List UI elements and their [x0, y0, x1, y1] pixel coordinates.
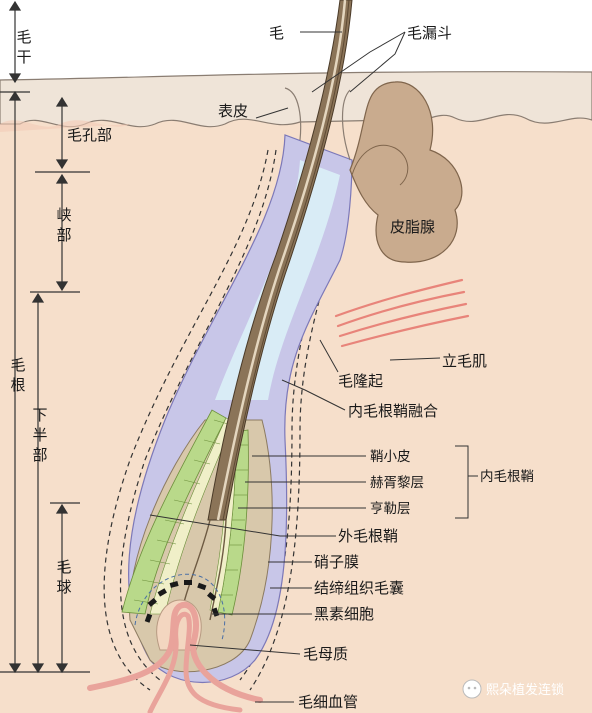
epidermis-fold: [284, 87, 351, 161]
sebaceous-gland: [349, 81, 463, 263]
left-brackets: [0, 0, 90, 674]
label-outer-root-sheath: 外毛根鞘: [338, 527, 398, 545]
capillary-loop-2: [147, 611, 243, 713]
vertical-glyph: 毛: [16, 28, 31, 46]
label-bulge: 毛隆起: [338, 372, 383, 390]
label-ostium: 毛孔部: [67, 126, 112, 144]
label-isthmus: 峡部: [56, 206, 71, 244]
label-hair-shaft-region: 毛干: [16, 28, 31, 66]
capillary-loop: [87, 601, 263, 703]
wechat-icon-dot-1: [467, 686, 471, 690]
label-capillary: 毛细血管: [298, 693, 358, 711]
label-infundibulum: 毛漏斗: [407, 24, 452, 42]
watermark: 熙朵植发连锁: [462, 679, 564, 699]
label-hair: 毛: [269, 24, 284, 42]
label-hair-shaft-region-text: 毛干: [16, 28, 31, 66]
label-connective-tissue-sheath: 结缔组织毛囊: [314, 579, 404, 597]
vertical-glyph: 下: [32, 406, 47, 424]
vertical-glyph: 球: [56, 578, 71, 596]
wechat-icon-dot-2: [473, 686, 477, 690]
label-huxley-layer: 赫胥黎层: [370, 475, 424, 491]
label-bulb-text: 毛球: [56, 558, 71, 596]
label-sebaceous-gland: 皮脂腺: [390, 218, 435, 236]
label-matrix: 毛母质: [303, 645, 348, 663]
leader-lines: [149, 31, 478, 703]
label-root-text: 毛根: [10, 356, 25, 394]
vertical-glyph: 干: [16, 48, 31, 66]
vertical-glyph: 峡: [56, 206, 71, 224]
melanocytes: [144, 580, 220, 623]
label-cuticle: 鞘小皮: [370, 449, 411, 465]
connective-tissue-outline-outer: [103, 149, 351, 691]
label-root: 毛根: [10, 356, 25, 394]
label-inner-root-sheath: 内毛根鞘: [480, 469, 534, 485]
epidermis-pink-band: [0, 120, 130, 132]
label-henle-layer: 亨勒层: [370, 500, 411, 517]
inner-root-sheath-left: [121, 409, 235, 615]
vertical-glyph: 毛: [10, 356, 25, 374]
vertical-glyph: 半: [32, 426, 47, 444]
label-epidermis: 表皮: [218, 102, 248, 120]
label-vitreous-membrane: 硝子膜: [314, 553, 359, 571]
label-lower-part: 下半部: [32, 406, 47, 464]
label-isthmus-text: 峡部: [56, 206, 71, 244]
hair-shaft-stripe-2: [222, 0, 350, 521]
vertical-glyph: 根: [10, 376, 25, 394]
melanocyte-zone-outline: [134, 573, 226, 641]
sebaceous-gland-inner: [351, 144, 409, 186]
vertical-glyph: 毛: [56, 558, 71, 576]
watermark-text: 熙朵植发连锁: [486, 682, 564, 698]
label-inner-sheath-fusion: 内毛根鞘融合: [348, 402, 438, 420]
label-bulb: 毛球: [56, 558, 71, 596]
label-melanocytes: 黑素细胞: [314, 605, 374, 623]
connective-tissue-outline-inner: [120, 149, 343, 681]
arrector-pili-muscle: [334, 278, 470, 348]
label-arrector-pili: 立毛肌: [442, 352, 487, 370]
wechat-icon: [462, 679, 482, 699]
vertical-glyph: 部: [56, 226, 71, 244]
inner-root-sheath-cells: [133, 419, 248, 605]
label-lower-part-text: 下半部: [32, 406, 47, 464]
hair-shaft-stripe: [216, 0, 347, 521]
vertical-glyph: 部: [32, 446, 47, 464]
